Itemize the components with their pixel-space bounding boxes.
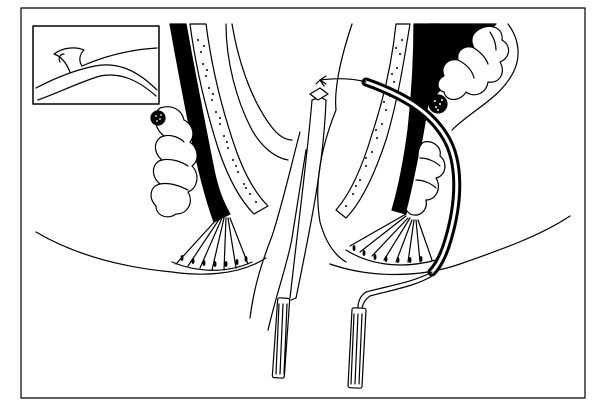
- left-nodule: [151, 111, 165, 125]
- inset-detail: [33, 26, 159, 104]
- inset-frame: [33, 26, 159, 104]
